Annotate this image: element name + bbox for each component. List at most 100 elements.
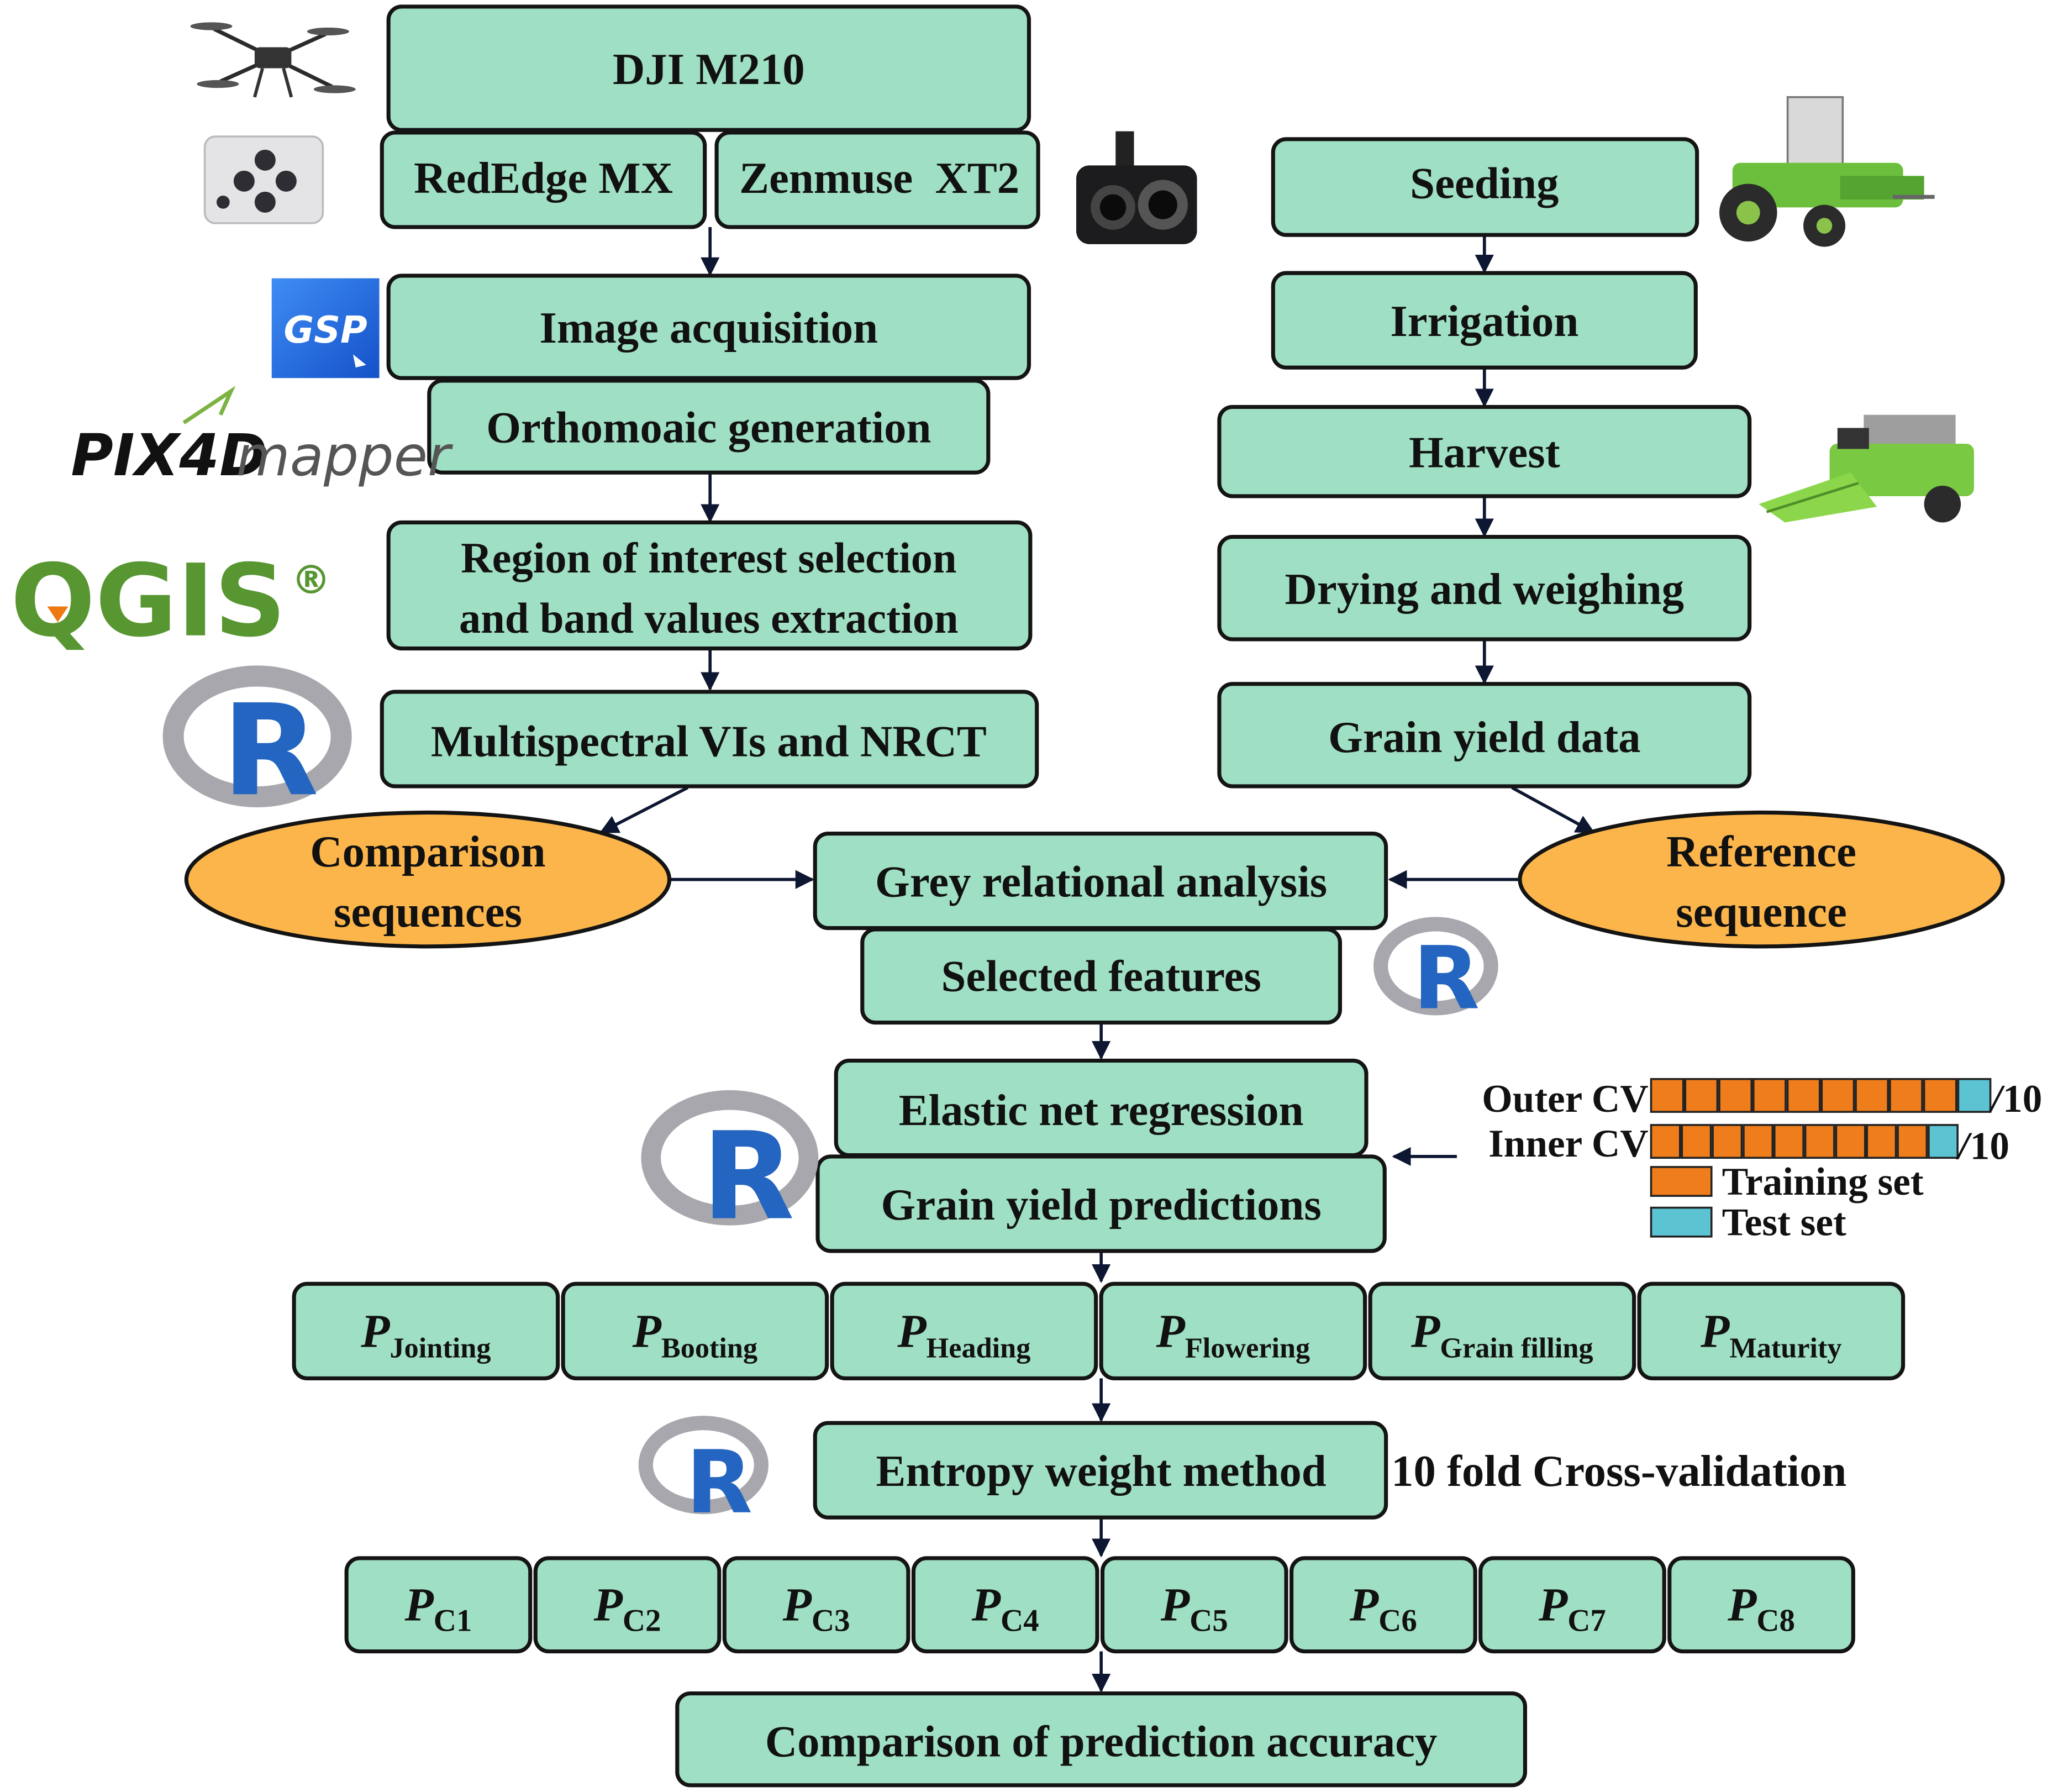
elastic-net-label: Elastic net regression <box>899 1086 1304 1135</box>
inner-cv-label: Inner CV <box>1488 1122 1649 1165</box>
combination-box <box>533 1556 722 1654</box>
orthomosaic-node: Orthomoaic generation <box>427 379 991 475</box>
r-logo-icon: R <box>1373 917 1498 1028</box>
pix4d-logo-icon: PIX4D mapper <box>71 386 454 489</box>
inner-cv-training-fold <box>1897 1124 1928 1159</box>
outer-cv-training-fold <box>1684 1078 1719 1113</box>
inner-cv-training-fold <box>1650 1124 1681 1159</box>
thermal-camera-icon <box>1076 131 1197 244</box>
arrow-vis-to-comparison <box>599 786 689 834</box>
outer-cv-folds <box>1650 1078 1992 1113</box>
outer-cv-training-fold <box>1889 1078 1923 1113</box>
combination-cell: PC7 <box>1478 1556 1666 1654</box>
sensor-zenmuse-node: Zenmuse XT2 <box>714 130 1040 229</box>
combination-box <box>1478 1556 1666 1654</box>
sensor-rededge-label: RedEdge MX <box>414 154 673 203</box>
irrigation-node: Irrigation <box>1271 271 1698 370</box>
growth-stage-box <box>292 1281 560 1380</box>
combination-box <box>1289 1556 1477 1654</box>
outer-cv-training-fold <box>1786 1078 1821 1113</box>
inner-cv-folds <box>1650 1124 1959 1159</box>
comparison-sequences-line2: sequences <box>334 887 522 937</box>
drying-box <box>1217 535 1752 642</box>
growth-stage-box <box>561 1281 829 1380</box>
inner-cv-count: 10 <box>1970 1124 2009 1168</box>
training-set-swatch <box>1650 1166 1713 1197</box>
cv-legend: Outer CV / 10 Inner CV / 10 Training set… <box>1482 1077 2042 1244</box>
growth-stage-label: PFlowering <box>1156 1305 1310 1364</box>
growth-stage-label: PMaturity <box>1700 1305 1841 1364</box>
cross-validation-note: 10 fold Cross-validation <box>1391 1447 1846 1496</box>
selected-features-label: Selected features <box>941 952 1261 1001</box>
outer-cv-label: Outer CV <box>1482 1077 1648 1121</box>
r-logo-letter: R <box>222 677 319 824</box>
multispectral-camera-icon <box>203 135 324 224</box>
combination-cell: PC8 <box>1667 1556 1855 1654</box>
qgis-registered-mark: ® <box>291 557 330 603</box>
roi-node: Region of interest selection and band va… <box>386 520 1033 651</box>
combination-label: PC4 <box>971 1579 1039 1638</box>
irrigation-box <box>1271 271 1698 370</box>
inner-cv-training-fold <box>1773 1124 1804 1159</box>
test-set-label: Test set <box>1722 1200 1846 1244</box>
inner-cv-training-fold <box>1866 1124 1897 1159</box>
combination-label: PC5 <box>1160 1579 1228 1638</box>
seeding-box <box>1271 137 1699 237</box>
combination-cell: PC4 <box>911 1556 1099 1654</box>
drying-label: Drying and weighing <box>1285 565 1685 614</box>
inner-cv-training-fold <box>1835 1124 1866 1159</box>
selected-features-box <box>860 927 1343 1025</box>
inner-cv-training-fold <box>1743 1124 1774 1159</box>
uav-platform-box <box>386 4 1031 132</box>
combination-cell: PC2 <box>533 1556 722 1654</box>
combination-label: PC2 <box>593 1579 661 1638</box>
combination-label: PC8 <box>1727 1579 1795 1638</box>
irrigation-label: Irrigation <box>1390 297 1578 346</box>
growth-stage-cell: PJointing <box>292 1281 560 1380</box>
harvest-label: Harvest <box>1409 428 1560 477</box>
arrow-yield-to-reference <box>1511 786 1595 834</box>
selected-features-node: Selected features <box>860 927 1343 1025</box>
harvest-node: Harvest <box>1217 404 1752 498</box>
uav-platform-label: DJI M210 <box>613 45 805 94</box>
combination-row: PC1 PC2 PC3 PC4 PC5 PC6 PC7 PC8 <box>344 1556 1855 1654</box>
growth-stage-cell: PBooting <box>561 1281 829 1380</box>
vis-label: Multispectral VIs and NRCT <box>431 717 987 766</box>
comparison-sequences-ellipse <box>184 810 672 949</box>
yield-data-box <box>1217 682 1752 789</box>
combination-label: PC6 <box>1349 1579 1417 1638</box>
r-logo-letter: R <box>702 1106 794 1247</box>
sensor-zenmuse-box <box>714 130 1040 229</box>
entropy-weight-box <box>813 1421 1388 1520</box>
grain-yield-predictions-box <box>815 1154 1387 1253</box>
final-comparison-node: Comparison of prediction accuracy <box>675 1691 1528 1788</box>
combination-box <box>344 1556 533 1654</box>
growth-stage-label: PBooting <box>632 1305 757 1364</box>
combination-cell: PC1 <box>344 1556 533 1654</box>
combination-box <box>722 1556 910 1654</box>
seeder-tractor-icon <box>1719 96 1935 247</box>
outer-cv-training-fold <box>1855 1078 1889 1113</box>
growth-stage-cell: PGrain filling <box>1368 1281 1636 1380</box>
combination-label: PC7 <box>1538 1579 1606 1638</box>
reference-sequence-line2: sequence <box>1676 887 1847 937</box>
vis-box <box>380 690 1039 789</box>
pix4d-logo-light: mapper <box>236 424 454 488</box>
outer-cv-training-fold <box>1718 1078 1753 1113</box>
growth-stage-cell: PFlowering <box>1099 1281 1367 1380</box>
uav-platform-node: DJI M210 <box>386 4 1031 132</box>
qgis-logo-text: QGIS <box>10 543 286 659</box>
yield-data-node: Grain yield data <box>1217 682 1752 789</box>
combination-box <box>911 1556 1099 1654</box>
growth-stage-label: PGrain filling <box>1410 1305 1593 1364</box>
combination-cell: PC3 <box>722 1556 910 1654</box>
growth-stage-box <box>1637 1281 1906 1380</box>
qgis-logo-icon: QGIS ® <box>10 543 331 659</box>
r-logo-icon: R <box>641 1090 819 1247</box>
outer-cv-training-fold <box>1650 1078 1685 1113</box>
final-comparison-box <box>675 1691 1528 1788</box>
growth-stage-box <box>830 1281 1098 1380</box>
roi-label-line1: Region of interest selection <box>461 534 957 582</box>
drying-node: Drying and weighing <box>1217 535 1752 642</box>
